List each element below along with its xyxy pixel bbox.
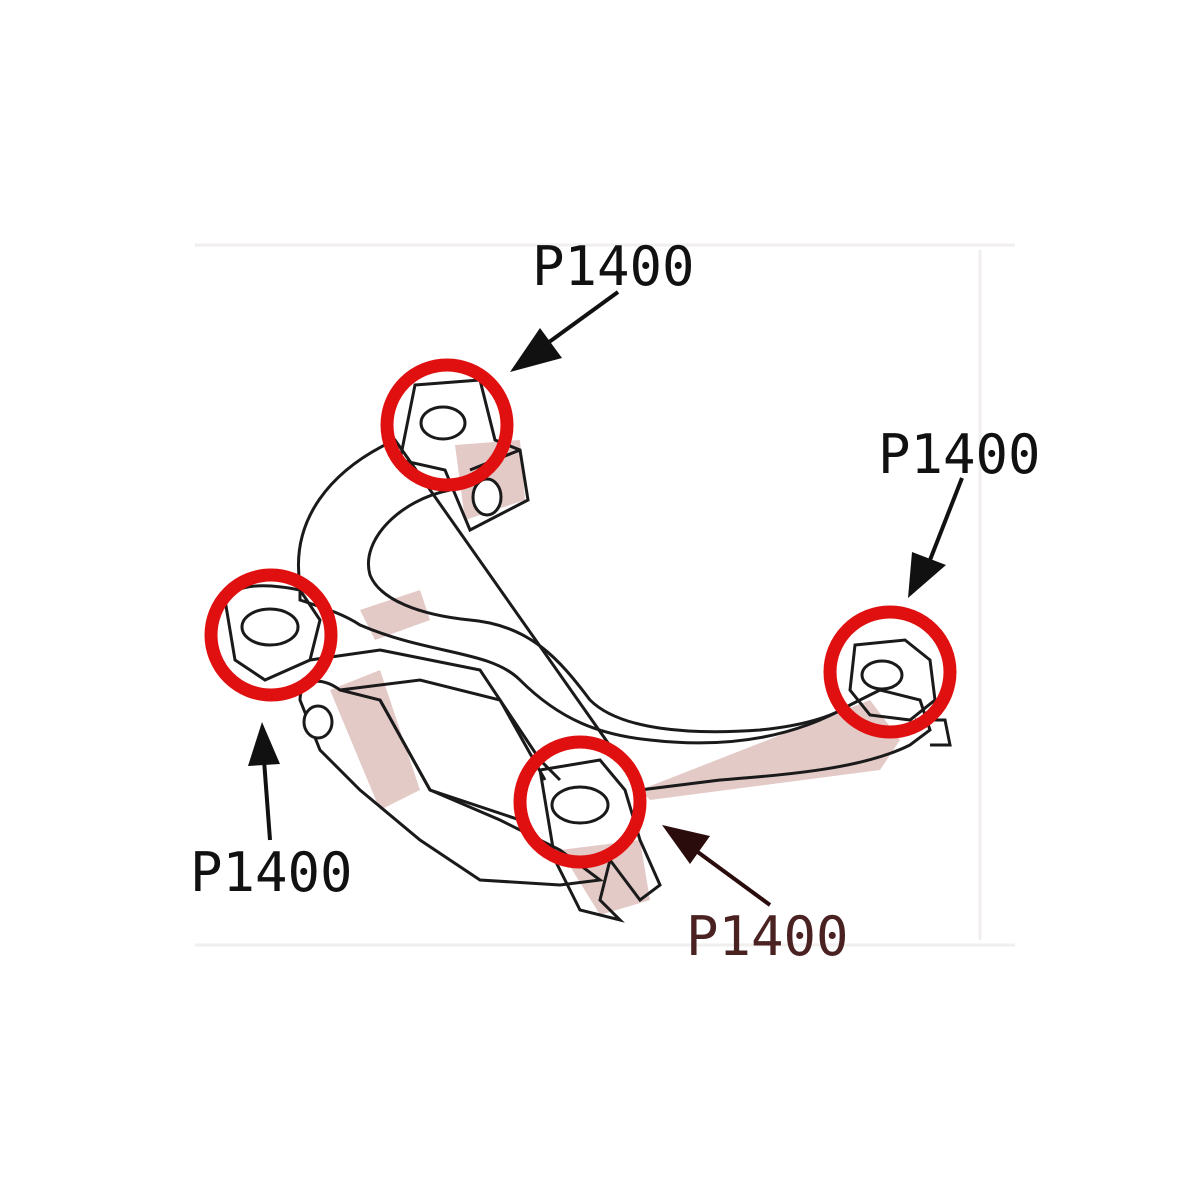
label-left-mount: P1400 [190,841,353,904]
ring-bottom-mount [513,735,647,869]
arrow-right-shaft [928,477,964,561]
highlight-rings [204,358,957,869]
arrow-right-head [908,552,946,598]
background-frame [195,243,1015,947]
ring-top-mount [380,358,514,492]
control-arm-body [223,378,952,923]
pointer-arrows [248,290,964,907]
arrow-left-head [248,722,280,766]
arrow-top-shaft [543,290,620,347]
ring-right-mount [823,605,957,739]
label-right-mount: P1400 [878,423,1041,486]
label-top-mount: P1400 [532,235,695,298]
arrow-bottom-shaft [693,848,772,907]
label-bottom-mount: P1400 [686,905,849,968]
arrow-bottom-head [662,825,710,864]
arrow-top-head [510,328,562,372]
ring-left-mount [204,568,338,702]
arrow-left-shaft [262,759,272,841]
